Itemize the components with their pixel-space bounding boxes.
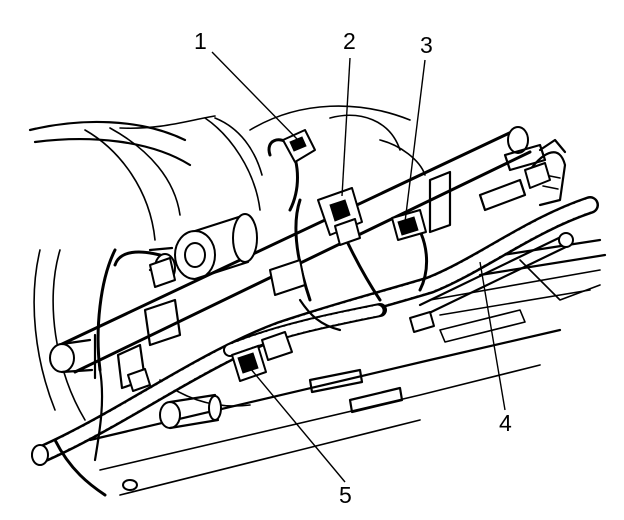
callout-5: 5	[339, 482, 352, 508]
leader-line-5	[249, 367, 346, 483]
connector-misc	[127, 162, 551, 392]
corrugated-harness	[31, 196, 599, 466]
connector-1	[282, 129, 316, 163]
callout-2: 2	[343, 28, 356, 54]
upper-right-hardware	[429, 138, 607, 316]
leader-line-2	[341, 57, 351, 197]
frame-rails	[88, 309, 562, 496]
leader-lines	[211, 51, 506, 483]
leader-line-3	[404, 59, 426, 223]
connector-3	[391, 209, 427, 241]
connector-2	[317, 187, 363, 246]
housing-contours	[28, 105, 426, 421]
callout-3: 3	[420, 32, 433, 58]
main-shaft	[49, 126, 532, 380]
right-rod	[418, 232, 574, 317]
connector-5	[231, 331, 293, 382]
callout-4: 4	[499, 410, 512, 436]
callout-1: 1	[194, 28, 207, 54]
leader-line-4	[479, 261, 506, 411]
leader-line-1	[211, 51, 299, 141]
